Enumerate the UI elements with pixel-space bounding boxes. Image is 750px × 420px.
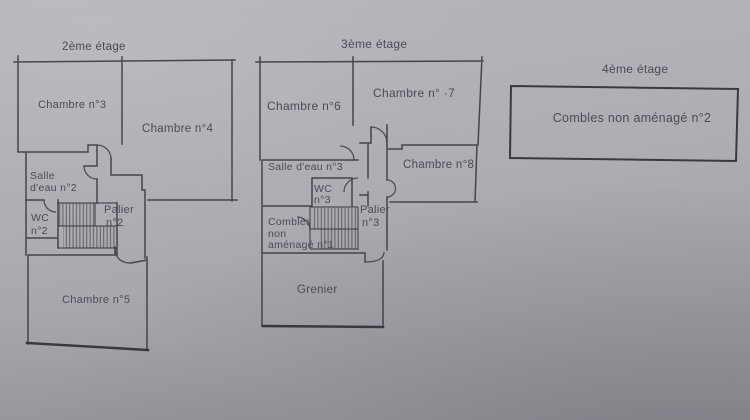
room-label-palier3-line2: n°3 [362, 217, 380, 229]
room-label-grenier: Grenier [297, 284, 337, 296]
floor4-title: 4ème étage [602, 62, 668, 76]
room-label-palier2-line2: n°2 [106, 217, 124, 229]
floor3-staircase-outline [309, 206, 359, 250]
floor2-door-arcs [43, 144, 132, 264]
room-label-wc3-line1: WC [314, 183, 332, 195]
room-label-chambre6: Chambre n°6 [267, 99, 341, 113]
floor2-plan: 2ème étage Chambre n°3 Chambre n°4 Salle… [13, 41, 238, 352]
floor3-staircase-lower-flight [320, 229, 358, 249]
room-label-salle-eau2-line1: Salle [30, 170, 55, 182]
floor4-plan: 4ème étage Combles non aménagé n°2 [508, 62, 740, 163]
room-label-chambre7: Chambre n° ·7 [373, 86, 455, 100]
room-label-chambre5: Chambre n°5 [62, 294, 130, 306]
floor2-staircase-lower-flight [63, 226, 117, 248]
floor2-bottom-wall [25, 341, 150, 352]
room-label-combles2: Combles non aménagé n°2 [553, 111, 712, 125]
floor2-staircase-outline [58, 202, 117, 249]
floor3-plan: 3ème étage Chambre n°6 Chambre n° ·7 Cha… [255, 37, 484, 329]
floor3-walls [255, 56, 484, 327]
floor3-grenier-bottom-wall [261, 324, 385, 329]
floor3-title: 3ème étage [341, 37, 407, 51]
room-label-combles1-line1: Combles [268, 216, 312, 228]
room-label-wc2-line1: WC [31, 212, 49, 224]
floor2-title: 2ème étage [62, 41, 126, 53]
room-label-chambre8: Chambre n°8 [403, 159, 474, 171]
room-label-wc3-line2: n°3 [314, 194, 331, 206]
room-label-salle-eau3: Salle d'eau n°3 [268, 161, 343, 173]
room-label-chambre4: Chambre n°4 [142, 123, 213, 135]
room-label-palier3-line1: Palier [360, 204, 390, 216]
room-label-combles1-line3: aménagé n°1 [268, 239, 334, 251]
floor3-door-arcs [296, 126, 397, 263]
floor3-staircase-upper-flight [312, 208, 358, 229]
room-label-chambre3: Chambre n°3 [38, 99, 106, 111]
room-label-wc2-line2: n°2 [31, 225, 48, 237]
room-label-palier2-line1: Palier [104, 204, 134, 216]
room-label-salle-eau2-line2: d'eau n°2 [30, 182, 77, 194]
room-label-combles1-line2: non [268, 228, 286, 240]
floor4-outline [508, 84, 740, 163]
floor2-staircase-upper-flight [58, 203, 95, 226]
